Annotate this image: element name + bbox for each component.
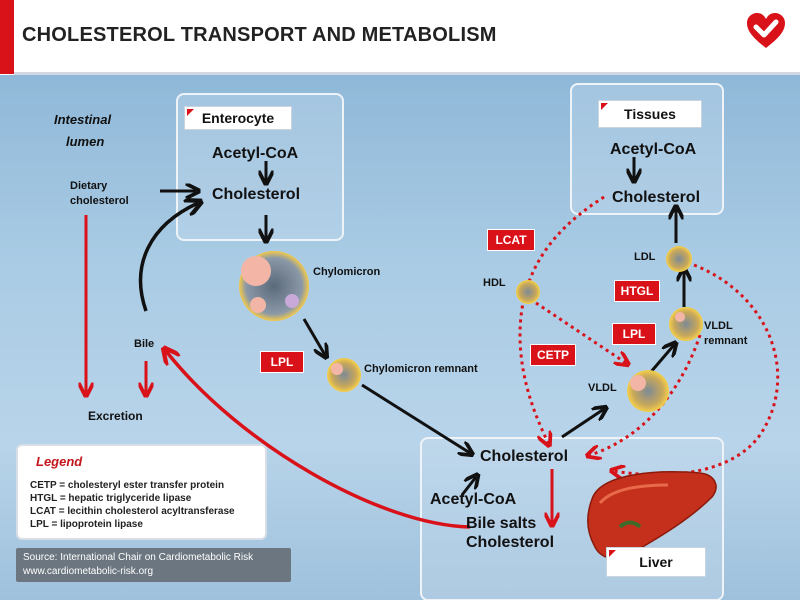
chylomicron-remnant-label: Chylomicron remnant	[364, 363, 478, 375]
vldl-remnant-label-2: remnant	[704, 335, 748, 347]
intestinal-lumen-label-1: Intestinal	[54, 112, 112, 127]
tissues-lpl-enzyme-badge: LPL	[612, 323, 656, 345]
lcat-enzyme-badge: LCAT	[487, 229, 535, 251]
remnant-to-liver-arrow	[361, 383, 470, 453]
liver-to-vldl-arrow	[561, 409, 604, 439]
source-url[interactable]: www.cardiometabolic-risk.org	[23, 566, 154, 577]
bile-to-cholesterol-arrow	[138, 203, 198, 312]
diagram-arrows	[0, 157, 780, 560]
liver-to-bile-arrow	[166, 351, 471, 529]
heart-check-logo-icon	[747, 13, 785, 48]
bile-cholesterol-label: Cholesterol	[466, 534, 555, 551]
intestinal-lumen-label-2: lumen	[66, 134, 105, 149]
legend: Legend CETP = cholesteryl ester transfer…	[16, 444, 267, 540]
page-title: CHOLESTEROL TRANSPORT AND METABOLISM	[22, 24, 497, 46]
ldl-particle	[666, 246, 692, 272]
cetp-enzyme-badge: CETP	[530, 344, 576, 366]
tissues-cholesterol: Cholesterol	[612, 189, 701, 206]
legend-item-lpl: LPL = lipoprotein lipase	[30, 519, 143, 530]
hdl-label: HDL	[483, 277, 506, 289]
enterocyte-cholesterol: Cholesterol	[212, 186, 301, 203]
liver-cholesterol: Cholesterol	[480, 448, 569, 465]
chylomicron-label: Chylomicron	[313, 266, 381, 278]
lpl-enzyme-badge: LPL	[260, 351, 304, 373]
htgl-enzyme-badge: HTGL	[614, 280, 660, 302]
vldl-remnant-particle	[669, 307, 703, 341]
header: CHOLESTEROL TRANSPORT AND METABOLISM	[0, 0, 800, 75]
bile-salts-label: Bile salts	[466, 515, 537, 532]
dietary-cholesterol-label-2: cholesterol	[70, 195, 129, 207]
liver-icon	[587, 471, 717, 560]
chylomicron-particle	[239, 251, 309, 321]
legend-item-lcat: LCAT = lecithin cholesterol acyltransfer…	[30, 506, 235, 517]
tissues-acetyl-coa: Acetyl-CoA	[610, 141, 697, 158]
excretion-label: Excretion	[88, 409, 143, 423]
chylomicron-to-remnant-arrow	[302, 318, 325, 355]
source-text: Source: International Chair on Cardiomet…	[23, 552, 254, 563]
vldl-to-remnant-arrow	[648, 345, 674, 374]
liver-acetyl-coa: Acetyl-CoA	[430, 491, 517, 508]
enterocyte-acetyl-coa: Acetyl-CoA	[212, 145, 299, 162]
vldl-remnant-to-liver-arrow	[590, 334, 702, 455]
enterocyte-label: Enterocyte	[184, 106, 292, 130]
vldl-remnant-label-1: VLDL	[704, 320, 733, 332]
source-box: Source: International Chair on Cardiomet…	[16, 548, 291, 582]
legend-title: Legend	[36, 454, 83, 469]
bile-label: Bile	[134, 338, 155, 350]
tissues-to-liver-hdl-arrow	[518, 195, 605, 443]
vldl-label: VLDL	[588, 382, 617, 394]
tissues-label: Tissues	[598, 100, 702, 128]
vldl-particle	[627, 370, 669, 412]
ldl-label: LDL	[634, 251, 656, 263]
legend-item-cetp: CETP = cholesteryl ester transfer protei…	[30, 480, 225, 491]
ldl-to-liver-arrow	[614, 263, 780, 475]
header-divider	[14, 72, 800, 75]
diagram-area: Enterocyte Acetyl-CoA Cholesterol Chylom…	[0, 75, 800, 600]
header-accent-bar	[0, 0, 14, 74]
hdl-particle	[516, 280, 540, 304]
liver-label: Liver	[606, 547, 706, 577]
acetyl-to-liver-cholesterol-arrow	[460, 477, 476, 496]
legend-item-htgl: HTGL = hepatic triglyceride lipase	[30, 493, 192, 504]
chylomicron-remnant-particle	[327, 358, 361, 392]
dietary-cholesterol-label-1: Dietary	[70, 180, 108, 192]
